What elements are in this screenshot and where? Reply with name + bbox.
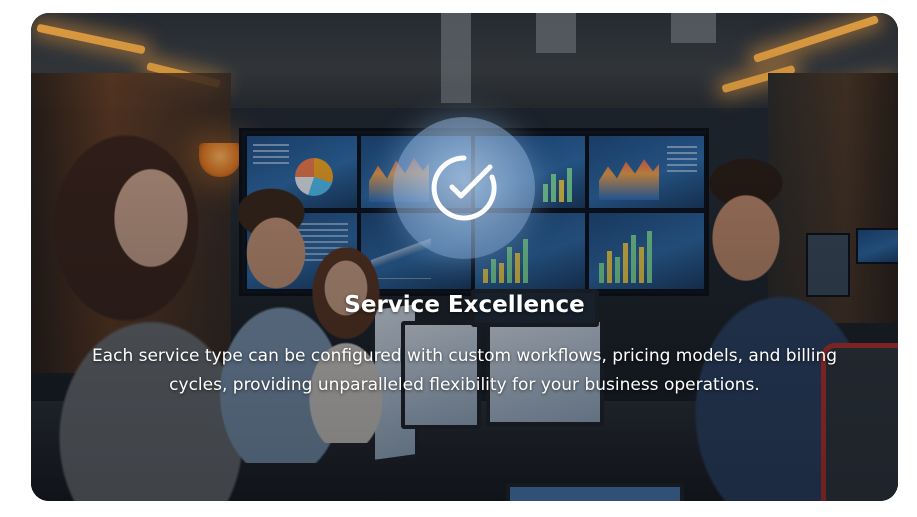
check-circle-icon — [393, 117, 535, 259]
feature-card: Service Excellence Each service type can… — [31, 13, 898, 501]
ceiling-duct — [671, 13, 716, 43]
ceiling-duct — [441, 13, 471, 103]
check-circle-icon-glyph — [431, 155, 497, 221]
laptop — [401, 321, 481, 429]
bar-graphic — [483, 239, 528, 283]
person-woman-middle — [286, 233, 406, 443]
office-team-photo — [31, 13, 898, 501]
card-title: Service Excellence — [344, 292, 585, 318]
card-description: Each service type can be configured with… — [91, 346, 838, 395]
ceiling-duct — [536, 13, 576, 53]
laptop — [471, 289, 599, 327]
office-chair — [821, 343, 898, 501]
bar-graphic — [543, 168, 572, 202]
laptop — [486, 318, 604, 426]
